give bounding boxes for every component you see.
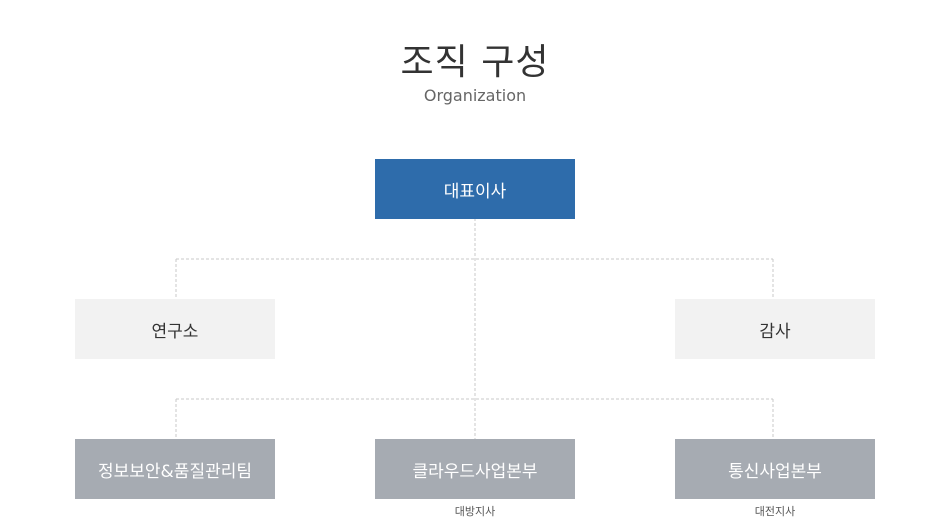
- page-heading: 조직 구성 Organization: [0, 40, 950, 106]
- node-cloud-division: 클라우드사업본부: [375, 439, 575, 499]
- page-subtitle: Organization: [423, 86, 527, 105]
- node-telecom-division-label: 통신사업본부: [728, 461, 822, 482]
- node-cloud-division-label: 클라우드사업본부: [412, 461, 538, 482]
- node-telecom-division: 통신사업본부: [675, 439, 875, 499]
- node-research-label: 연구소: [151, 321, 199, 342]
- note-telecom-branch: 대전지사: [754, 505, 796, 518]
- node-ceo-label: 대표이사: [443, 181, 507, 202]
- node-audit: 감사: [675, 299, 875, 359]
- node-security-quality-team-label: 정보보안&품질관리팀: [97, 461, 253, 482]
- node-security-quality-team: 정보보안&품질관리팀: [75, 439, 275, 499]
- page-title: 조직 구성: [400, 42, 550, 83]
- node-research: 연구소: [75, 299, 275, 359]
- node-audit-label: 감사: [759, 321, 791, 342]
- node-ceo: 대표이사: [375, 159, 575, 219]
- note-cloud-branch: 대방지사: [454, 505, 496, 518]
